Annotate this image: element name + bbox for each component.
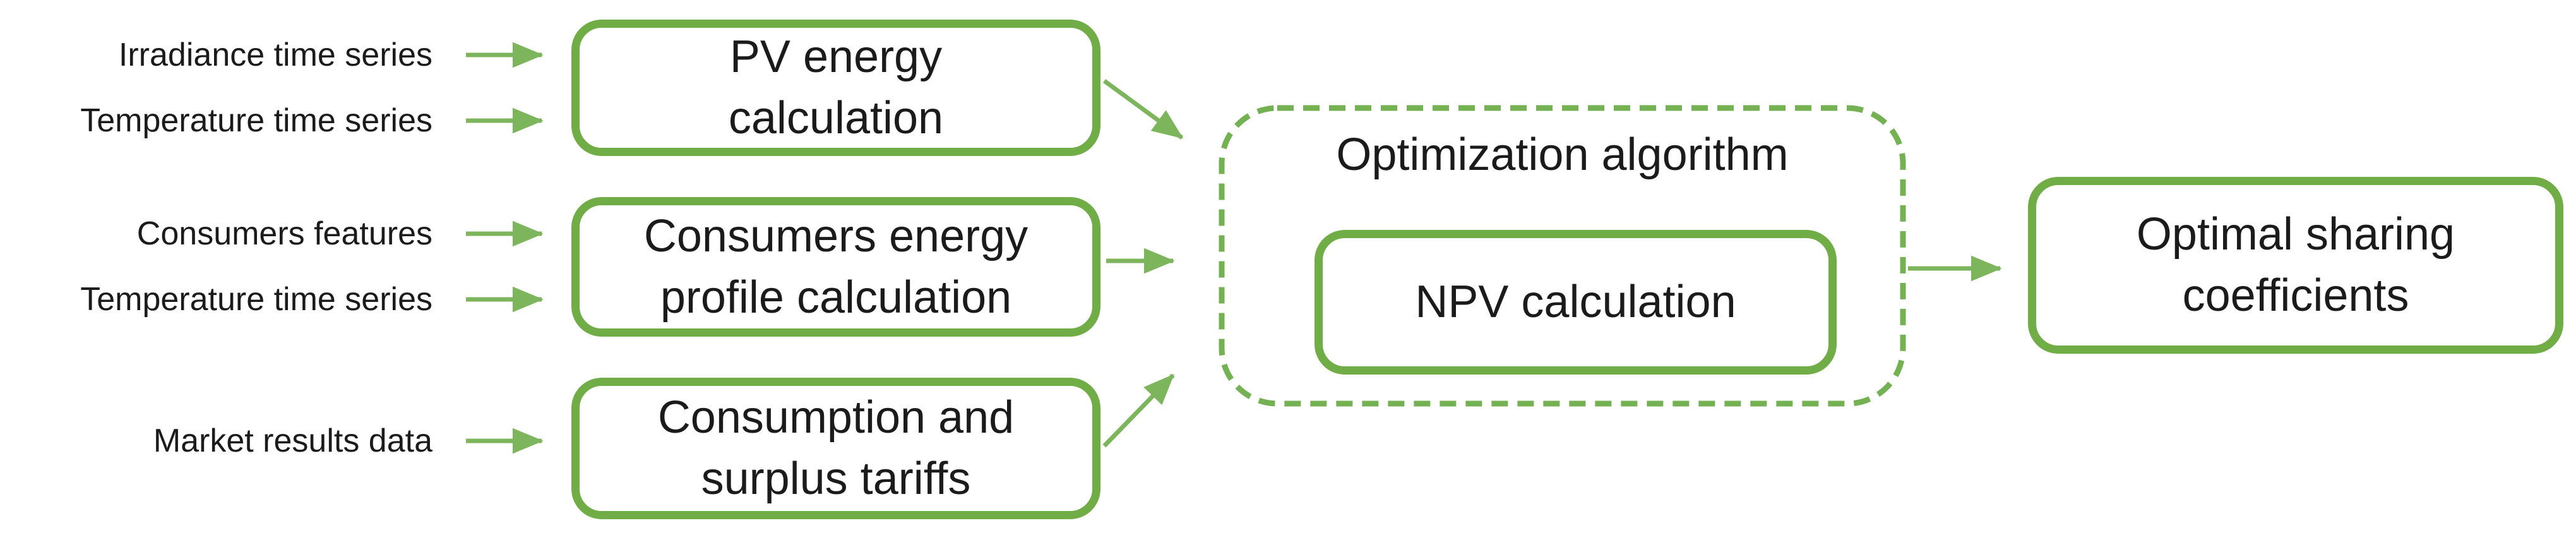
input-label-temperature-time-series-1: Temperature time series	[80, 102, 432, 139]
process-box-consumers-energy-profile: Consumers energy profile calculation	[571, 197, 1100, 337]
input-label-consumers-features: Consumers features	[136, 215, 432, 252]
output-box-label-line2: coefficients	[2182, 270, 2409, 321]
process-box-label-line1: Consumers energy	[643, 210, 1029, 261]
input-label-irradiance-time-series: Irradiance time series	[118, 37, 432, 73]
process-box-label-line1: Consumption and	[657, 392, 1015, 443]
arrow-tariffs-to-optimization	[1102, 373, 1175, 448]
output-box-optimal-sharing-coefficients: Optimal sharing coefficients	[2028, 177, 2563, 354]
npv-calculation-box: NPV calculation	[1315, 230, 1837, 375]
arrow-pv-to-optimization	[1102, 79, 1184, 140]
npv-calculation-label: NPV calculation	[1415, 277, 1736, 327]
process-box-consumption-surplus-tariffs: Consumption and surplus tariffs	[571, 378, 1100, 519]
process-box-label-line2: profile calculation	[660, 272, 1012, 323]
process-box-label-line2: surplus tariffs	[701, 454, 971, 504]
process-box-pv-energy-calculation: PV energy calculation	[571, 20, 1100, 156]
input-label-temperature-time-series-2: Temperature time series	[80, 281, 432, 318]
process-box-label-line2: calculation	[728, 93, 944, 143]
optimization-group-title: Optimization algorithm	[1336, 129, 1789, 180]
output-box-label-line1: Optimal sharing	[2136, 209, 2455, 260]
process-box-label-line1: PV energy	[729, 32, 943, 82]
input-label-market-results-data: Market results data	[153, 423, 432, 459]
